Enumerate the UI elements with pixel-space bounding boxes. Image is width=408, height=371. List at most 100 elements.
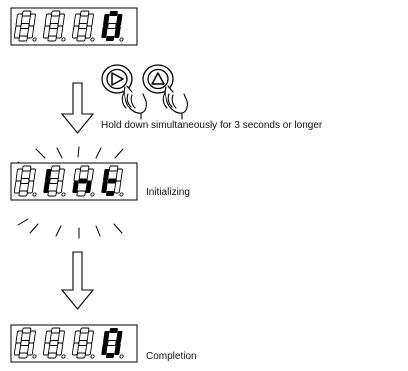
segment-f xyxy=(103,331,110,343)
segment-c xyxy=(55,180,64,194)
segment-g xyxy=(107,178,117,184)
segment-e xyxy=(43,181,50,193)
digit-2 xyxy=(42,10,66,42)
segment-d xyxy=(105,191,115,196)
segment-d xyxy=(47,190,57,197)
segment-b xyxy=(86,168,94,182)
segment-g xyxy=(49,23,59,29)
segment-f xyxy=(15,168,23,182)
segment-b xyxy=(57,13,65,27)
decimal-point xyxy=(61,37,66,42)
segment-a xyxy=(21,165,32,172)
pressing-finger-left xyxy=(121,85,147,120)
segment-a xyxy=(50,165,61,172)
segment-d xyxy=(18,190,28,197)
segment-e xyxy=(13,180,22,194)
segment-b xyxy=(57,330,65,344)
segment-g xyxy=(107,23,117,29)
segment-a xyxy=(50,10,61,17)
decimal-point xyxy=(90,354,95,359)
decimal-point xyxy=(61,354,66,359)
decimal-point xyxy=(119,354,124,359)
segment-f xyxy=(73,13,81,27)
segment-c xyxy=(55,342,64,356)
segment-e xyxy=(13,342,22,356)
digit-4 xyxy=(101,11,124,42)
segment-e xyxy=(101,181,108,193)
segment-g xyxy=(49,178,59,184)
blink-rays xyxy=(17,146,124,239)
display-initializing-state xyxy=(10,162,138,201)
display-initial-state xyxy=(10,7,138,46)
segment-f xyxy=(103,14,110,26)
segment-c xyxy=(84,342,93,356)
segment-b xyxy=(28,330,36,344)
segment-c xyxy=(26,180,35,194)
up-arrow-key xyxy=(142,64,174,94)
segment-b xyxy=(115,168,123,182)
segment-a xyxy=(21,10,32,17)
segment-a xyxy=(79,327,90,334)
decimal-point xyxy=(32,192,37,197)
segment-f xyxy=(45,169,52,181)
segment-d xyxy=(105,353,115,358)
up-triangle-icon xyxy=(151,72,165,85)
segment-b xyxy=(28,13,36,27)
segment-b xyxy=(86,330,94,344)
display-completion-state xyxy=(10,324,138,363)
step-caption-initializing: Initializing xyxy=(146,187,190,198)
segment-c xyxy=(26,25,35,39)
segment-e xyxy=(71,25,80,39)
digit-2 xyxy=(43,165,66,197)
segment-b xyxy=(116,331,123,343)
segment-d xyxy=(76,190,86,197)
segment-b xyxy=(86,13,94,27)
segment-c xyxy=(55,25,64,39)
decimal-point xyxy=(61,192,66,197)
segment-a xyxy=(79,10,90,17)
segment-d xyxy=(18,35,28,42)
segment-g xyxy=(78,178,88,184)
digit-3 xyxy=(71,327,95,359)
segment-c xyxy=(114,26,121,38)
right-arrow-key xyxy=(101,64,133,94)
segment-d xyxy=(47,35,57,42)
segment-b xyxy=(28,168,36,182)
segment-d xyxy=(105,36,115,41)
digit-2 xyxy=(42,327,66,359)
digit-3 xyxy=(71,10,95,42)
segment-f xyxy=(73,330,81,344)
digit-4 xyxy=(101,165,124,197)
segment-c xyxy=(84,25,93,39)
segment-c xyxy=(26,342,35,356)
segment-d xyxy=(47,352,57,359)
decimal-point xyxy=(90,37,95,42)
pressing-finger-right xyxy=(162,85,188,120)
segment-g xyxy=(49,340,59,346)
decimal-point xyxy=(32,37,37,42)
segment-f xyxy=(73,168,81,182)
decimal-point xyxy=(90,192,95,197)
digit-3 xyxy=(72,165,95,197)
segment-e xyxy=(42,342,51,356)
step-caption-completion: Completion xyxy=(146,351,197,362)
segment-g xyxy=(78,23,88,29)
segment-a xyxy=(79,165,90,172)
segment-b xyxy=(116,14,123,26)
decimal-point xyxy=(32,354,37,359)
segment-d xyxy=(76,35,86,42)
right-triangle-icon xyxy=(111,72,124,86)
digit-1 xyxy=(13,327,37,359)
digit-1 xyxy=(13,10,37,42)
segment-g xyxy=(20,23,30,29)
segment-e xyxy=(13,25,22,39)
segment-e xyxy=(42,25,51,39)
segment-e xyxy=(71,342,80,356)
segment-a xyxy=(21,327,32,334)
segment-c xyxy=(113,180,122,194)
decimal-point xyxy=(119,192,124,197)
segment-e xyxy=(101,343,108,355)
decimal-point xyxy=(119,37,124,42)
segment-f xyxy=(44,330,52,344)
segment-a xyxy=(108,165,119,172)
